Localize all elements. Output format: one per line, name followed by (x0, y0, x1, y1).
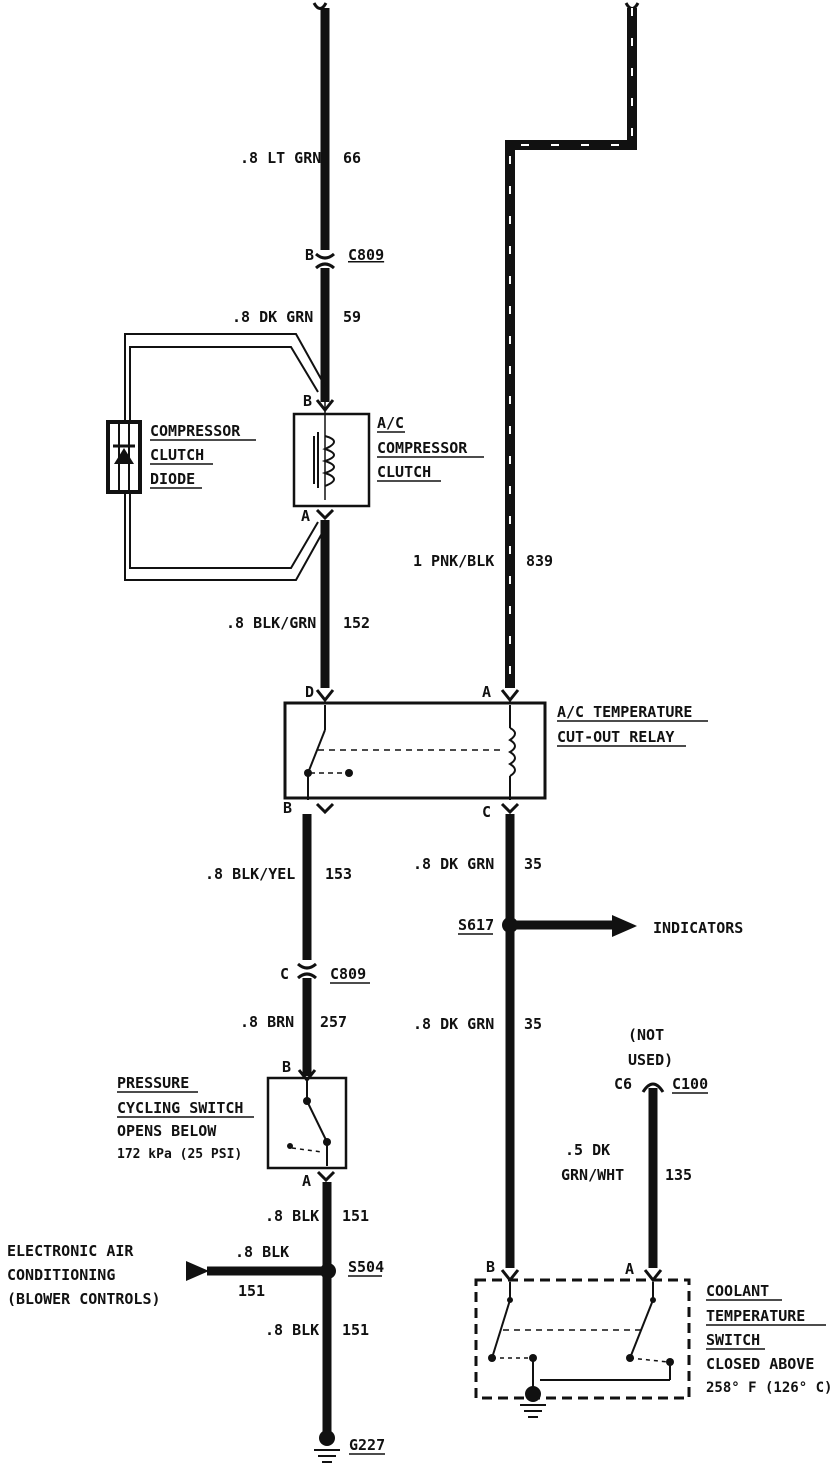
wire-839-gauge: 1 PNK/BLK (413, 552, 494, 570)
eac-label-line2: CONDITIONING (7, 1266, 115, 1284)
pressure-pin-a: A (302, 1172, 311, 1190)
diode-icon (114, 448, 134, 464)
wire-257-circuit: 257 (320, 1013, 347, 1031)
coil-icon (321, 435, 335, 487)
clutch-label-line2: COMPRESSOR (377, 439, 468, 457)
diode-label-line3: DIODE (150, 470, 195, 488)
connector-c809-bottom-id: C809 (330, 965, 366, 983)
coolant-label-line3: SWITCH (706, 1331, 760, 1349)
wire-66-gauge: .8 LT GRN (240, 149, 321, 167)
eac-label-line3: (BLOWER CONTROLS) (7, 1290, 161, 1308)
wire-151-upper-gauge: .8 BLK (265, 1207, 319, 1225)
coolant-pin-a: A (625, 1260, 634, 1278)
pressure-label-line1: PRESSURE (117, 1074, 189, 1092)
connector-c809-bottom-pin: C (280, 965, 289, 983)
diode-loop-wire (124, 333, 326, 581)
wire-59-circuit: 59 (343, 308, 361, 326)
pressure-label-line4: 172 kPa (25 PSI) (117, 1147, 242, 1162)
connector-c809-top-id: C809 (348, 246, 384, 264)
wire-35-upper-circuit: 35 (524, 855, 542, 873)
connector-c809-top-pin: B (305, 246, 314, 264)
clutch-pin-a: A (301, 507, 310, 525)
wire-135-circuit: 135 (665, 1166, 692, 1184)
wire-152-gauge: .8 BLK/GRN (226, 614, 316, 632)
wire-839 (505, 2, 640, 688)
ground-label: G227 (349, 1436, 385, 1454)
coolant-label-line4: CLOSED ABOVE (706, 1355, 814, 1373)
wire-839-circuit: 839 (526, 552, 553, 570)
arrow-icon (186, 1261, 209, 1281)
c100-note-line1: (NOT (628, 1026, 664, 1044)
wire-151-branch-circuit: 151 (238, 1282, 265, 1300)
connector-c100-pin: C6 (614, 1075, 632, 1093)
wire-153-circuit: 153 (325, 865, 352, 883)
indicators-branch (514, 915, 637, 937)
ac-compressor-clutch (292, 399, 371, 521)
wire-35-lower-gauge: .8 DK GRN (413, 1015, 494, 1033)
arrow-right-icon (612, 915, 637, 937)
relay-pin-c: C (482, 803, 491, 821)
splice-s504-label: S504 (348, 1258, 384, 1276)
connector-c809-bottom (297, 962, 317, 980)
relay-pin-b: B (283, 799, 292, 817)
pressure-label-line2: CYCLING SWITCH (117, 1099, 243, 1117)
wire-66-circuit: 66 (343, 149, 361, 167)
diode-label-line2: CLUTCH (150, 446, 204, 464)
wire-151-upper-circuit: 151 (342, 1207, 369, 1225)
wire-151-branch (186, 1261, 328, 1281)
c100-note-line2: USED) (628, 1051, 673, 1069)
relay-pin-a: A (482, 683, 491, 701)
wire-59-gauge: .8 DK GRN (232, 308, 313, 326)
coolant-ground-icon (525, 1386, 541, 1402)
wire-151-lower-circuit: 151 (342, 1321, 369, 1339)
splice-s617-label: S617 (458, 916, 494, 934)
connector-c100-id: C100 (672, 1075, 708, 1093)
coolant-pin-b: B (486, 1258, 495, 1276)
wire-152-circuit: 152 (343, 614, 370, 632)
coolant-label-line1: COOLANT (706, 1282, 769, 1300)
pressure-cycling-switch (266, 1069, 348, 1183)
eac-label-line1: ELECTRONIC AIR (7, 1242, 134, 1260)
wire-66 (312, 2, 330, 250)
wire-151-branch-gauge: .8 BLK (235, 1243, 289, 1261)
coolant-label-line5: 258° F (126° C) (706, 1380, 832, 1396)
relay-label-line1: A/C TEMPERATURE (557, 703, 692, 721)
pressure-pin-b: B (282, 1058, 291, 1076)
wire-35-lower-circuit: 35 (524, 1015, 542, 1033)
diode-label-line1: COMPRESSOR (150, 422, 241, 440)
clutch-pin-b: B (303, 392, 312, 410)
indicators-label: INDICATORS (653, 919, 743, 937)
clutch-label-line1: A/C (377, 414, 404, 432)
clutch-label-line3: CLUTCH (377, 463, 431, 481)
compressor-clutch-diode (106, 420, 142, 494)
wire-135 (641, 1082, 665, 1268)
wire-135-gauge-line2: GRN/WHT (561, 1166, 624, 1184)
wire-135-gauge-line1: .5 DK (565, 1141, 610, 1159)
relay-label-line2: CUT-OUT RELAY (557, 728, 674, 746)
wire-35-upper-gauge: .8 DK GRN (413, 855, 494, 873)
ground-icon (314, 1430, 340, 1463)
relay-pin-d: D (305, 683, 314, 701)
connector-c809-top (315, 252, 335, 270)
wire-257-gauge: .8 BRN (240, 1013, 294, 1031)
ac-temperature-cutout-relay (283, 689, 547, 815)
pressure-label-line3: OPENS BELOW (117, 1122, 217, 1140)
wire-153-gauge: .8 BLK/YEL (205, 865, 295, 883)
coolant-label-line2: TEMPERATURE (706, 1307, 805, 1325)
wire-151-lower-gauge: .8 BLK (265, 1321, 319, 1339)
relay-coil-icon (508, 727, 516, 777)
